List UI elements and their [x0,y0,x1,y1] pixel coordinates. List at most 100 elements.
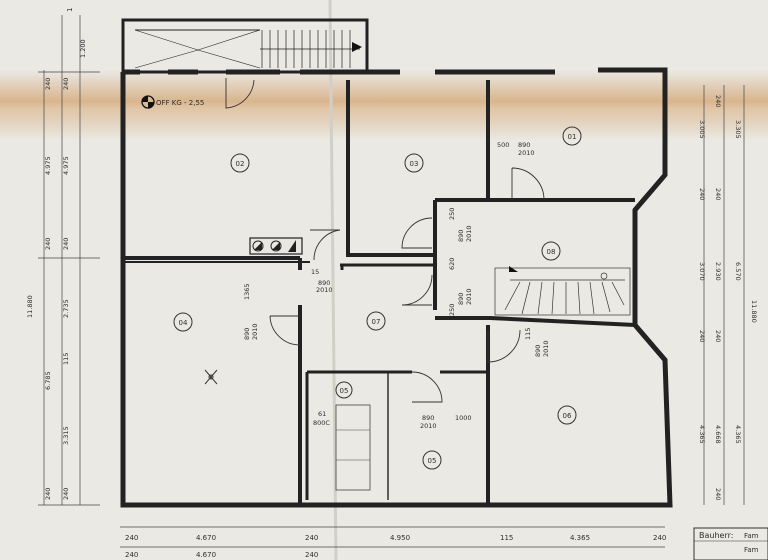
dim-left-7: 240 [62,238,70,250]
dim-right-15: 240 [714,488,722,500]
dim-right-11: 240 [714,330,722,342]
note-800c: 800C [313,419,330,427]
door-note-890g: 890 [422,414,434,422]
room-01: 01 [562,126,582,146]
dim-left-13: 240 [44,488,52,500]
dim-left-10: 2.735 [62,299,70,318]
svg-text:01: 01 [568,133,577,141]
room-05: 05 [422,450,442,470]
note-250: 250 [448,208,456,220]
door-note-890c: 890 [457,293,465,305]
svg-text:06: 06 [563,412,572,420]
dim-left-4: 4.975 [44,156,52,175]
note-15: 15 [311,268,319,276]
svg-text:04: 04 [179,319,188,327]
door-note-890b: 890 [457,230,465,242]
dim-left-9: 6.785 [44,371,52,390]
title-block: Bauherr: Fam Fam [693,527,768,560]
boiler-units [249,237,303,255]
dim-right-3: 3.305 [734,120,742,139]
room-03: 03 [404,153,424,173]
dim-right-7: 2.930 [714,262,722,281]
level-marker-icon [141,95,155,109]
dim-right-6: 3.070 [698,262,706,281]
door-note-890d: 890 [318,279,330,287]
door-note-2010a: 2010 [518,149,535,157]
door-note-2010f: 2010 [542,340,550,357]
door-note-2010d: 2010 [316,286,333,294]
dim-right-9: 11.880 [750,300,758,323]
door-note-890e: 890 [243,328,251,340]
dim-right-8: 6.570 [734,262,742,281]
fold-line [328,0,338,560]
dim-right-10: 240 [698,330,706,342]
dim-bottom-4: 4.950 [390,534,410,542]
title-label: Bauherr: [699,531,733,540]
room-07: 07 [366,311,386,331]
stair-arrow-08 [509,266,518,272]
dim-bottom-2: 4.670 [196,534,216,542]
door-note-890a: 890 [518,141,530,149]
dim-right-12: 4.365 [698,425,706,444]
note-115: 115 [524,328,532,340]
room-02: 02 [230,153,250,173]
title-line-1: Fam [744,532,759,540]
dim-right-14: 4.365 [734,425,742,444]
dim-bottom-10: 240 [305,551,318,559]
dim-right-5: 240 [714,188,722,200]
dim-right-13: 4.668 [714,425,722,444]
door-note-890f: 890 [534,345,542,357]
door-note-500: 500 [497,141,509,149]
dim-right-2: 3.005 [698,120,706,139]
dim-left-8: 11.880 [26,295,34,318]
dim-bottom-7: 240 [653,534,666,542]
room-06: 06 [557,405,577,425]
room-04: 04 [173,312,193,332]
shelf-05 [335,404,371,491]
svg-text:02: 02 [236,160,245,168]
note-61: 61 [318,410,326,418]
door-note-2010c: 2010 [465,288,473,305]
svg-text:08: 08 [547,248,556,256]
door-note-2010e: 2010 [251,323,259,340]
door-note-2010g: 2010 [420,422,437,430]
dim-bottom-6: 4.365 [570,534,590,542]
dim-bottom-3: 240 [305,534,318,542]
door-note-2010b: 2010 [465,225,473,242]
left-dimensions: 1.200 240 240 4.975 4.975 240 240 11.880… [26,39,87,500]
walls [120,18,673,508]
dim-bottom-1: 240 [125,534,138,542]
svg-text:05: 05 [340,387,349,395]
dim-left-12: 3.315 [62,426,70,445]
dimension-lines [38,15,745,548]
dim-left-6: 240 [44,238,52,250]
stair-08 [494,267,631,316]
room-05-small: 05 [335,381,353,399]
right-dimensions: 240 3.005 3.305 240 240 3.070 2.930 6.57… [698,95,758,500]
note-1365: 1365 [243,283,251,300]
dim-bottom-9: 4.670 [196,551,216,559]
dim-left-1: 1.200 [79,39,87,58]
dim-bottom-8: 240 [125,551,138,559]
top-mark: 1 [66,8,74,12]
stair-arrow-top [352,42,362,52]
room-labels: 01 02 03 04 05 05 06 07 08 [173,126,582,470]
dim-right-1: 240 [714,95,722,107]
svg-text:07: 07 [372,318,381,326]
dim-left-14: 240 [62,488,70,500]
annotations: OFF KG - 2,55 500 890 2010 890 2010 890 … [156,99,550,430]
dim-left-5: 4.975 [62,156,70,175]
fold-stain [0,70,768,140]
door-swings [225,78,545,403]
dim-right-4: 240 [698,188,706,200]
level-note: OFF KG - 2,55 [156,99,204,107]
note-250b: 250 [448,304,456,316]
dim-left-3: 240 [62,78,70,90]
svg-text:03: 03 [410,160,419,168]
note-1000: 1000 [455,414,472,422]
note-620: 620 [448,258,456,270]
room-08: 08 [541,241,561,261]
bottom-dimensions: 240 4.670 240 4.950 115 4.365 240 240 4.… [125,534,666,559]
dim-bottom-5: 115 [500,534,513,542]
